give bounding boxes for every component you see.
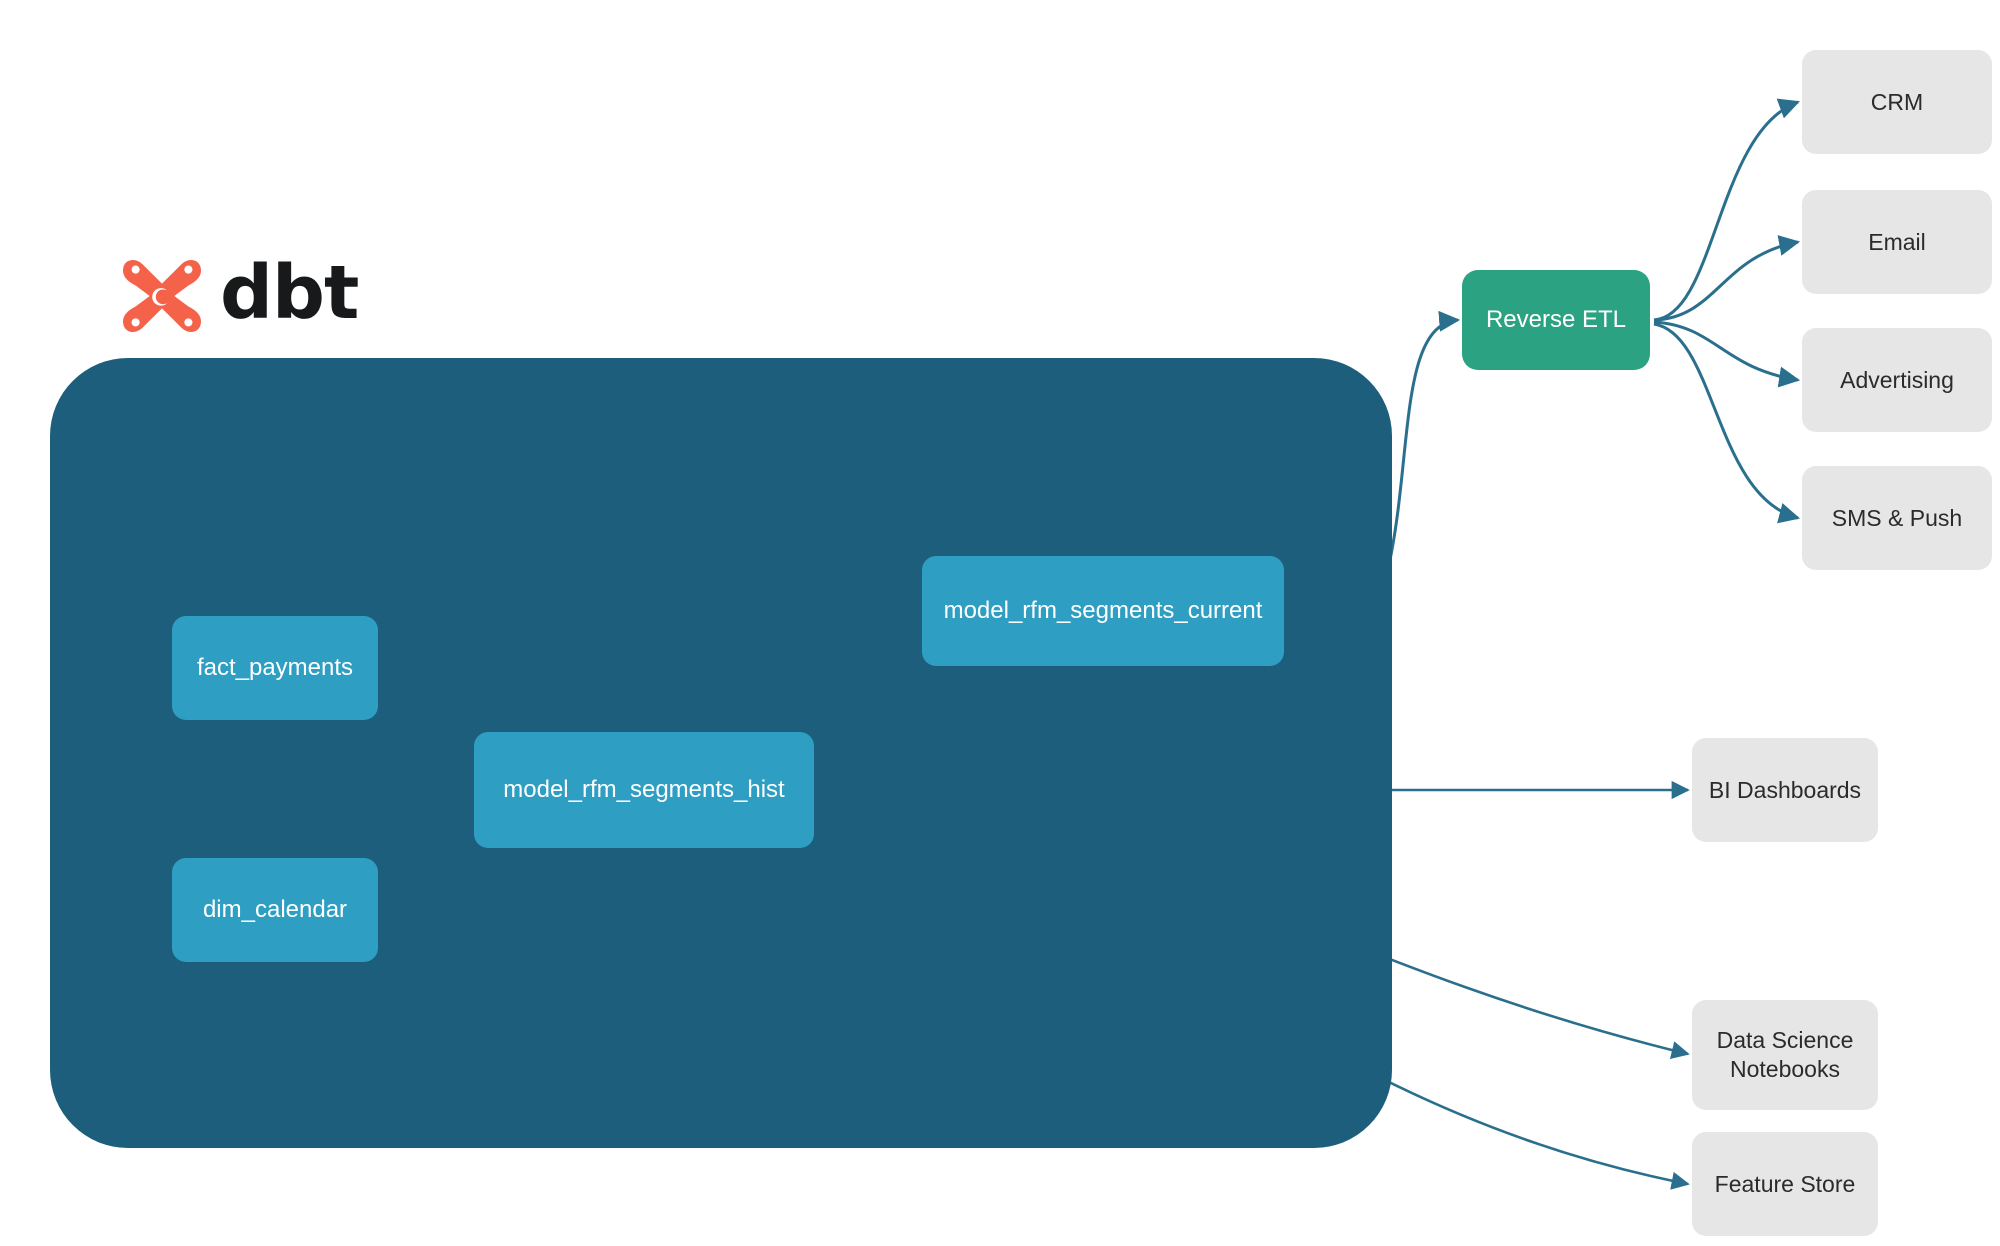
- node-label: Feature Store: [1714, 1170, 1856, 1197]
- node-destination-sms-push[interactable]: SMS & Push: [1802, 466, 1992, 570]
- node-label: Reverse ETL: [1485, 306, 1627, 333]
- node-label-line2: Notebooks: [1730, 1056, 1840, 1082]
- node-destination-data-science-notebooks[interactable]: Data Science Notebooks: [1692, 1000, 1878, 1110]
- dbt-wordmark: dbt: [220, 250, 359, 336]
- edge-reverse-etl-to-sms-push: [1653, 322, 1801, 524]
- node-destination-advertising[interactable]: Advertising: [1802, 328, 1992, 432]
- node-label: BI Dashboards: [1708, 776, 1862, 803]
- node-destination-bi-dashboards[interactable]: BI Dashboards: [1692, 738, 1878, 842]
- dbt-logo-icon: [123, 259, 201, 333]
- dbt-logo: dbt: [118, 250, 359, 340]
- edge-reverse-etl-to-email: [1653, 235, 1801, 322]
- node-fact-payments[interactable]: fact_payments: [172, 616, 378, 720]
- node-label: Email: [1868, 228, 1926, 255]
- node-dim-calendar[interactable]: dim_calendar: [172, 858, 378, 962]
- edge-reverse-etl-to-advertising: [1653, 320, 1801, 388]
- node-model-rfm-segments-hist[interactable]: model_rfm_segments_hist: [474, 732, 814, 848]
- node-label: dim_calendar: [202, 896, 348, 923]
- node-label: CRM: [1870, 88, 1924, 115]
- node-label: fact_payments: [196, 654, 354, 681]
- node-label: SMS & Push: [1831, 504, 1963, 531]
- node-label-line1: Data Science: [1716, 1027, 1854, 1054]
- node-label: model_rfm_segments_hist: [503, 776, 785, 803]
- node-destination-feature-store[interactable]: Feature Store: [1692, 1132, 1878, 1236]
- node-model-rfm-segments-current[interactable]: model_rfm_segments_current: [922, 556, 1284, 666]
- node-label: Advertising: [1840, 366, 1954, 393]
- node-label: model_rfm_segments_current: [943, 597, 1263, 624]
- node-destination-crm[interactable]: CRM: [1802, 50, 1992, 154]
- node-destination-email[interactable]: Email: [1802, 190, 1992, 294]
- edge-reverse-etl-to-crm: [1653, 98, 1800, 322]
- node-label: Data Science Notebooks: [1717, 1026, 1854, 1084]
- node-reverse-etl[interactable]: Reverse ETL: [1462, 270, 1650, 370]
